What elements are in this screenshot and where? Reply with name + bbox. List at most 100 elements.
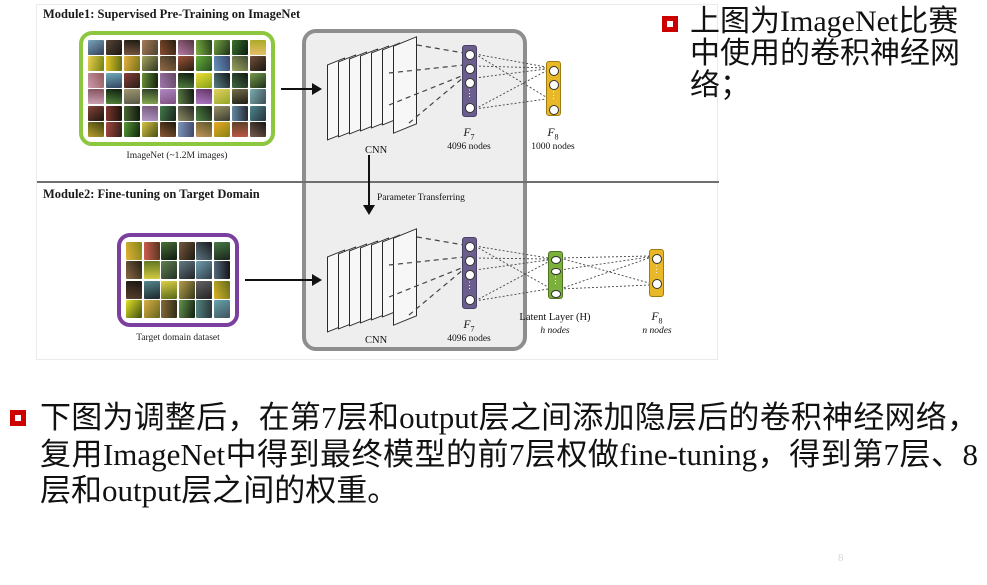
dataset-thumbnail bbox=[177, 89, 195, 105]
top-bullet-text: 上图为ImageNet比赛中使用的卷积神经网络； bbox=[690, 5, 960, 103]
layer-label-f8-top: F8 1000 nodes bbox=[521, 123, 585, 152]
layer-name-f7-top: F7 bbox=[463, 127, 475, 142]
dataset-thumbnail bbox=[123, 89, 141, 105]
cnn-container-divider bbox=[302, 181, 527, 183]
node bbox=[464, 270, 475, 280]
node bbox=[464, 295, 475, 305]
node-column-f7-bottom: ⋮ bbox=[462, 237, 477, 309]
node bbox=[464, 256, 475, 266]
node bbox=[464, 242, 475, 252]
dataset-thumbnail bbox=[231, 122, 249, 137]
dataset-thumbnail bbox=[88, 89, 105, 105]
layer-subscript: 7 bbox=[470, 132, 475, 142]
layer-count-f7-bottom: 4096 nodes bbox=[447, 334, 491, 345]
layer-label-f7-bottom: F7 4096 nodes bbox=[437, 315, 501, 344]
dataset-thumbnail bbox=[88, 56, 105, 72]
dataset-thumbnail bbox=[231, 105, 249, 121]
node-column-f7-top: ⋮ bbox=[462, 45, 477, 117]
dataset-thumbnail bbox=[123, 105, 141, 121]
dataset-thumbnail bbox=[123, 122, 141, 137]
dataset-thumbnail bbox=[195, 89, 213, 105]
node bbox=[464, 50, 475, 60]
dataset-thumbnail bbox=[213, 300, 230, 318]
dataset-thumbnail bbox=[231, 56, 249, 72]
dataset-thumbnail bbox=[105, 105, 123, 121]
transfer-learning-figure: Module1: Supervised Pre-Training on Imag… bbox=[36, 4, 719, 360]
dataset-thumbnail bbox=[213, 261, 230, 280]
dataset-thumbnail bbox=[141, 72, 159, 88]
bottom-bullet-text: 下图为调整后，在第7层和output层之间添加隐层后的卷积神经网络，复用Imag… bbox=[40, 400, 978, 509]
dataset-thumbnail bbox=[213, 72, 231, 88]
dataset-thumbnail bbox=[177, 40, 195, 55]
dataset-thumbnail bbox=[159, 56, 177, 72]
dataset-thumbnail bbox=[161, 300, 178, 318]
target-domain-caption: Target domain dataset bbox=[136, 333, 220, 343]
layer-count-f7-top: 4096 nodes bbox=[447, 142, 491, 153]
dataset-thumbnail bbox=[141, 122, 159, 137]
dataset-thumbnail bbox=[213, 56, 231, 72]
parameter-transfer-arrow-head bbox=[363, 205, 375, 215]
dataset-thumbnail bbox=[105, 122, 123, 137]
dataset-thumbnail bbox=[177, 56, 195, 72]
node bbox=[464, 64, 475, 74]
dataset-thumbnail bbox=[213, 122, 231, 137]
dataset-thumbnail bbox=[213, 40, 231, 55]
node-column-latent: ⋮ bbox=[548, 251, 563, 299]
dataset-thumbnail bbox=[196, 261, 213, 280]
node bbox=[548, 105, 559, 115]
dataset-thumbnail bbox=[177, 72, 195, 88]
dataset-thumbnail bbox=[105, 56, 123, 72]
node bbox=[464, 103, 475, 113]
dataset-thumbnail bbox=[231, 40, 249, 55]
vertical-ellipsis-icon: ⋮ bbox=[465, 88, 474, 98]
layer-name-f7-bottom: F7 bbox=[463, 319, 475, 334]
vertical-ellipsis-icon: ⋮ bbox=[551, 275, 560, 286]
dataset-thumbnail bbox=[161, 242, 178, 260]
layer-name-latent: Latent Layer (H) bbox=[519, 312, 591, 323]
target-domain-dataset-grid bbox=[117, 233, 239, 327]
dataset-thumbnail bbox=[249, 56, 266, 72]
dataset-thumbnail bbox=[195, 40, 213, 55]
dataset-thumbnail bbox=[105, 89, 123, 105]
dataset-thumbnail bbox=[159, 72, 177, 88]
layer-name-f8-top: F8 bbox=[547, 127, 559, 142]
dataset-thumbnail bbox=[249, 72, 266, 88]
layer-subscript: 7 bbox=[470, 324, 475, 334]
arrow-imagenet-to-cnn bbox=[281, 88, 313, 90]
dataset-thumbnail bbox=[143, 280, 160, 299]
dataset-thumbnail bbox=[249, 40, 266, 55]
dataset-thumbnail bbox=[196, 280, 213, 299]
bullet-square-icon bbox=[662, 16, 678, 32]
arrow-target-to-cnn-head bbox=[312, 274, 322, 286]
node bbox=[548, 80, 559, 90]
dataset-thumbnail bbox=[213, 280, 230, 299]
dataset-thumbnail bbox=[126, 280, 143, 299]
page-number: 8 bbox=[838, 552, 844, 564]
dataset-thumbnail bbox=[231, 89, 249, 105]
dataset-thumbnail bbox=[126, 242, 143, 260]
layer-count-latent: h nodes bbox=[540, 326, 570, 336]
node bbox=[550, 290, 561, 299]
dataset-thumbnail bbox=[159, 89, 177, 105]
dataset-thumbnail bbox=[213, 105, 231, 121]
dataset-thumbnail bbox=[196, 242, 213, 260]
dataset-thumbnail bbox=[178, 242, 195, 260]
dataset-thumbnail bbox=[141, 89, 159, 105]
cnn-label-top: CNN bbox=[365, 145, 388, 156]
bottom-bullet-note: 下图为调整后，在第7层和output层之间添加隐层后的卷积神经网络，复用Imag… bbox=[10, 400, 978, 510]
dataset-thumbnail bbox=[123, 56, 141, 72]
dataset-thumbnail bbox=[123, 40, 141, 55]
dataset-thumbnail bbox=[159, 122, 177, 137]
dataset-thumbnail bbox=[141, 105, 159, 121]
dataset-thumbnail bbox=[143, 300, 160, 318]
layer-label-f8-bottom: F8 n nodes bbox=[625, 307, 689, 336]
arrow-target-to-cnn bbox=[245, 279, 313, 281]
dataset-thumbnail bbox=[178, 280, 195, 299]
dataset-thumbnail bbox=[231, 72, 249, 88]
dataset-thumbnail bbox=[213, 89, 231, 105]
dataset-thumbnail bbox=[249, 122, 266, 137]
dataset-thumbnail bbox=[177, 105, 195, 121]
layer-count-f8-top: 1000 nodes bbox=[531, 142, 575, 153]
layer-name-f8-bottom: F8 bbox=[651, 311, 663, 326]
node bbox=[548, 66, 559, 76]
